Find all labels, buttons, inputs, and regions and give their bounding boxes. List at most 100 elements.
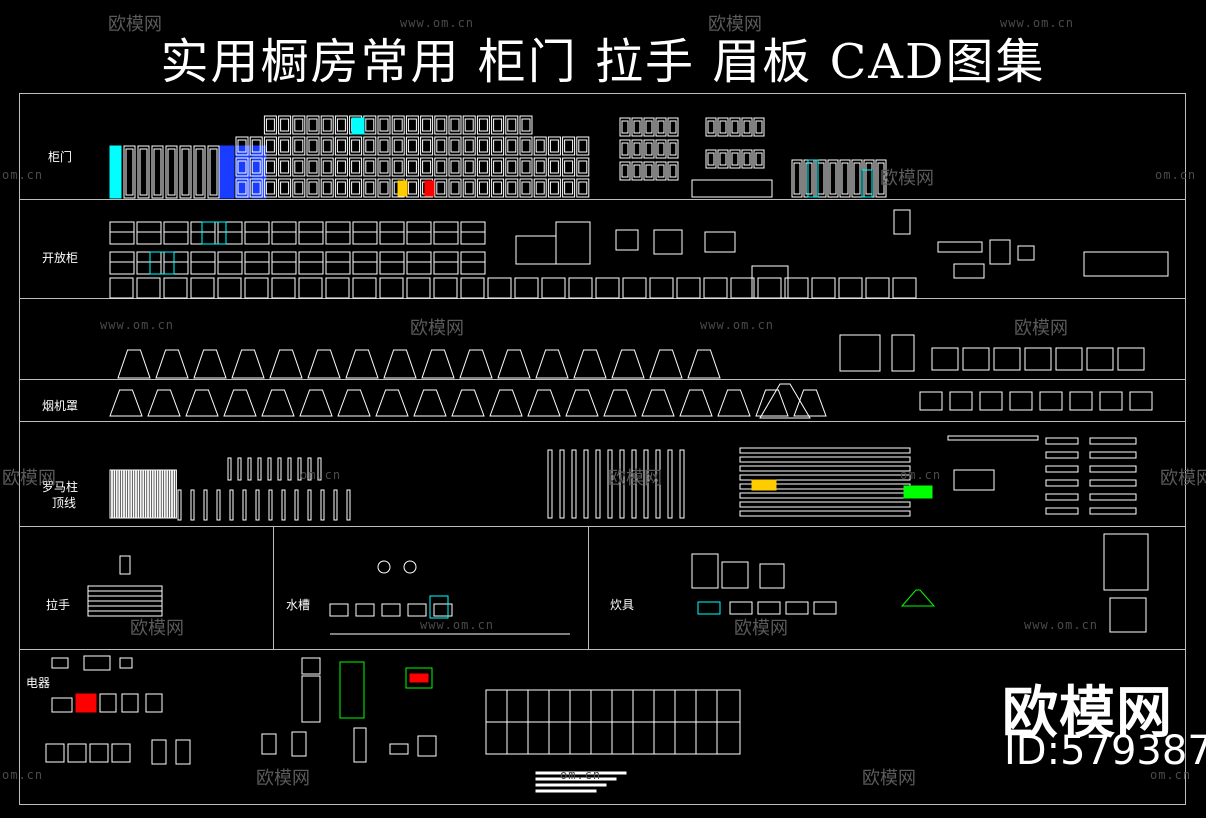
range-hood-panel [1129, 391, 1153, 411]
range-hood-frame [839, 334, 881, 372]
open-cabinet [379, 221, 405, 245]
roman-column [237, 457, 242, 481]
cabinet-door [753, 149, 765, 169]
appliance [175, 739, 191, 765]
range-hood-panel [1117, 347, 1145, 371]
cabinet-door [263, 157, 277, 177]
cabinet-door-panel [308, 160, 318, 174]
cabinet-door [631, 117, 643, 137]
cabinet-door-panel [251, 160, 261, 174]
range-hood [337, 389, 371, 417]
open-cabinet [352, 277, 377, 299]
range-hood [717, 389, 751, 417]
cabinet-door-panel [450, 139, 460, 153]
cabinet-door-panel [139, 148, 148, 196]
open-cabinet [136, 251, 162, 275]
open-cabinet [190, 277, 215, 299]
cabinet-door-panel [719, 120, 727, 134]
watermark-brand: 欧模网 [880, 168, 934, 189]
range-hood-panel [1099, 391, 1123, 411]
cabinet-door-panel [294, 181, 304, 195]
cabinet-door-panel [707, 120, 715, 134]
open-cabinet [271, 221, 297, 245]
cabinet-door [434, 178, 448, 198]
roman-column [116, 469, 120, 519]
cabinet-door [334, 178, 348, 198]
cabinet-door [643, 161, 655, 181]
roman-column [155, 469, 158, 519]
top-line-profile [739, 492, 911, 499]
cabinet-door [306, 115, 320, 135]
cabinet-door-panel [351, 139, 361, 153]
appliance [151, 739, 167, 765]
roman-column [307, 489, 312, 521]
cabinet-door [505, 157, 519, 177]
range-hood [299, 389, 333, 417]
cabinet-door-panel [633, 164, 641, 178]
stove-top [785, 601, 809, 615]
cabinet-door [667, 161, 679, 181]
range-hood [489, 389, 523, 417]
legend-bar [535, 771, 627, 775]
cabinet-door [491, 157, 505, 177]
cabinet-door-panel [669, 142, 677, 156]
cabinet-door-panel [237, 139, 247, 153]
cabinet-door [235, 178, 249, 198]
watermark-url: om.cn [300, 468, 342, 482]
row-divider [19, 526, 1186, 527]
roman-column [257, 457, 262, 481]
appliance [89, 743, 109, 763]
cabinet-door [729, 117, 741, 137]
cabinet-door [377, 157, 391, 177]
open-cabinet [838, 277, 863, 299]
open-cabinet [751, 265, 789, 299]
open-cabinet [615, 229, 639, 251]
cabinet-door [631, 161, 643, 181]
cabinet-door-panel [521, 139, 531, 153]
cabinet-door [320, 178, 334, 198]
range-hood [117, 349, 151, 379]
cabinet-door [462, 136, 476, 156]
cabinet-door [292, 115, 306, 135]
section-label-top-line: 顶线 [51, 496, 76, 510]
cabinet-door-panel [422, 160, 432, 174]
range-hood-panel [1055, 347, 1083, 371]
watermark-brand: 欧模网 [108, 14, 162, 35]
range-hood [535, 349, 569, 379]
top-line-profile [751, 479, 777, 491]
open-cabinet [704, 231, 736, 253]
cabinet-door-panel [521, 160, 531, 174]
stove-top [813, 601, 837, 615]
roman-column [114, 469, 117, 519]
roman-column [268, 489, 273, 521]
open-cabinet [244, 277, 269, 299]
watermark-url: www.om.cn [100, 318, 175, 332]
cabinet-door-panel [841, 162, 849, 195]
open-cabinet [433, 277, 458, 299]
cabinet-door-panel [621, 142, 629, 156]
cabinet-door-panel [877, 162, 885, 195]
roman-column [131, 469, 134, 519]
cabinet-door [519, 178, 533, 198]
cabinet-door-panel [549, 160, 559, 174]
open-cabinet [217, 251, 243, 275]
roman-column [255, 489, 260, 521]
section-label-open-cabinet: 开放柜 [41, 251, 78, 265]
cabinet-door-panel [308, 139, 318, 153]
cabinet-door-panel [294, 139, 304, 153]
range-hood [451, 389, 485, 417]
cabinet-door-panel [478, 139, 488, 153]
cabinet-door-panel [280, 181, 290, 195]
top-line-profile [1089, 493, 1137, 501]
roman-column [267, 457, 272, 481]
watermark-brand: 欧模网 [130, 618, 184, 639]
cabinet-door [619, 161, 631, 181]
cabinet-door [278, 136, 292, 156]
cabinet-door [741, 149, 753, 169]
roman-column [547, 449, 553, 519]
section-label-roman-column: 罗马柱 [41, 480, 78, 494]
stove-hood [900, 589, 936, 607]
cabinet-door [476, 115, 490, 135]
cabinet-door [351, 117, 365, 135]
range-hood-panel [1024, 347, 1052, 371]
